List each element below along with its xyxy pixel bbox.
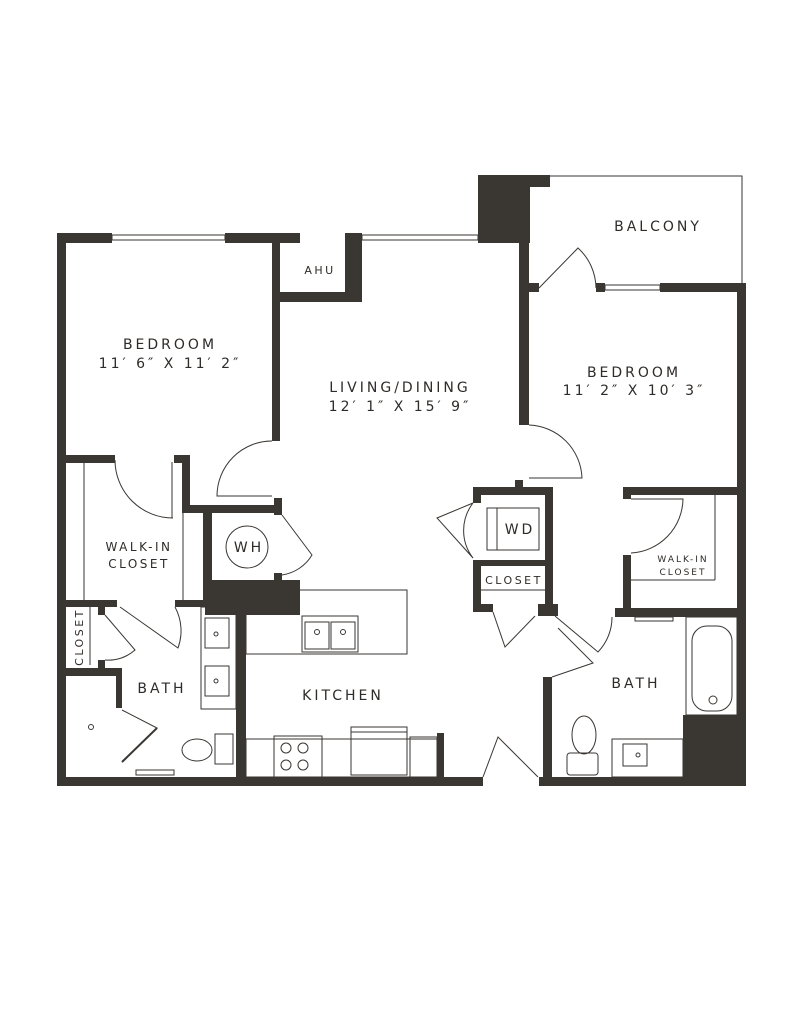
closet-center-label: CLOSET xyxy=(485,574,543,587)
ahu-label: AHU xyxy=(304,264,335,277)
balcony-label: BALCONY xyxy=(614,219,702,235)
bath-right-label: BATH xyxy=(611,676,660,692)
bedroom-left-name: BEDROOM xyxy=(123,337,217,353)
wd-label: WD xyxy=(505,522,536,538)
balcony-outline xyxy=(550,175,743,283)
wh-label: WH xyxy=(234,540,264,556)
living-size: 12′ 1″ X 15′ 9″ xyxy=(329,399,472,415)
walkin-left-line2: CLOSET xyxy=(108,557,170,571)
walkin-right-line2: CLOSET xyxy=(660,568,707,578)
walkin-left-line1: WALK-IN xyxy=(105,540,172,554)
walkin-right-line1: WALK-IN xyxy=(657,555,708,565)
bedroom-left-size: 11′ 6″ X 11′ 2″ xyxy=(99,356,242,372)
bedroom-right-name: BEDROOM xyxy=(587,365,681,381)
closet-left-label: CLOSET xyxy=(73,608,86,666)
room-labels: BEDROOM 11′ 6″ X 11′ 2″ LIVING/DINING 12… xyxy=(73,219,708,704)
walls xyxy=(57,175,746,786)
bath-left-label: BATH xyxy=(137,681,186,697)
living-name: LIVING/DINING xyxy=(329,380,471,396)
fixtures xyxy=(83,463,738,778)
kitchen-label: KITCHEN xyxy=(302,688,384,704)
bedroom-right-size: 11′ 2″ X 10′ 3″ xyxy=(563,383,706,399)
windows xyxy=(111,234,674,776)
